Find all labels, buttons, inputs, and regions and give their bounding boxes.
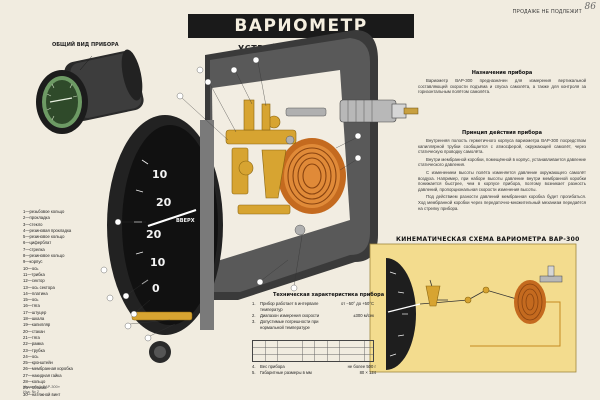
legend-item: 10—ось [23, 265, 39, 271]
spec-value [340, 319, 374, 331]
principle-title: Принцип действия прибора [462, 130, 542, 136]
principle-paragraph: С изменением высоты полёта изменяется да… [418, 169, 586, 192]
legend-item: 25—кронштейн [23, 360, 53, 366]
legend-item: 19—капилляр [23, 322, 51, 328]
legend-item: 6—циферблат [23, 240, 52, 246]
spec-text: Прибор работает в интервале температур [260, 301, 319, 312]
spec-row: 2. Диапазон измерения скорости ±300 м/се… [252, 313, 374, 319]
legend-item: 12—сектор [23, 278, 45, 284]
spec-text: Вес прибора [260, 364, 285, 369]
spec-row: 3. Допустимые погрешности при нормальной… [252, 319, 374, 331]
purpose-title: Назначение прибора [471, 70, 533, 76]
dial-number: 10 [150, 256, 166, 269]
spec-number: 3. [252, 319, 256, 324]
legend-item: 24—ось [23, 353, 39, 359]
footer-imprint: Издатель «ВАР-300» Изд. № 2 [23, 385, 60, 394]
legend-item: 26—мембранная коробка [23, 366, 73, 372]
kinematic-scheme-title: КИНЕМАТИЧЕСКАЯ СХЕМА ВАРИОМЕТРА ВАР-300 [396, 236, 580, 243]
legend-item: 22—рамка [23, 341, 44, 347]
principle-paragraph: Под действием разности давлений мембранн… [418, 194, 586, 211]
dial-center-label: ВВЕРХ [176, 218, 195, 224]
legend-item: 2—прокладка [23, 215, 50, 221]
dial-number: 10 [152, 168, 168, 181]
legend-item: 3—стекло [23, 221, 43, 227]
spec-row: 4. Вес прибора не более 500 г [252, 364, 376, 370]
purpose-text: Вариометр ВАР-300 предназначен для измер… [418, 78, 586, 95]
legend-item: 20—стакан [23, 328, 45, 334]
corner-stamp: ПРОДАЖЕ НЕ ПОДЛЕЖИТ [512, 9, 582, 15]
footer-line: Изд. № 2 [23, 389, 39, 394]
principle-paragraph: Внутренняя полость герметичного корпуса … [418, 138, 586, 155]
legend-item: 8—резиновое кольцо [23, 253, 65, 259]
page-number: 86 [584, 2, 596, 12]
spec-value: не более 500 г [347, 364, 376, 369]
spec-text: Диапазон измерения скорости [260, 313, 320, 318]
spec-row: 5. Габаритные размеры в мм 80 × 124 [252, 370, 376, 376]
footer-line: Издатель «ВАР-300» [23, 385, 60, 389]
legend-item: 23—трубка [23, 347, 45, 353]
legend-item: 4—резиновая прокладка [23, 227, 72, 233]
specs-title: Техническая характеристика прибора [273, 292, 385, 298]
kinematic-scheme-illustration [369, 243, 577, 373]
legend-item: 30—натяжной винт [23, 391, 61, 397]
dial-number: 20 [146, 228, 162, 241]
parts-legend: 1—резьбовое кольцо 2—прокладка 3—стекло … [23, 209, 113, 398]
legend-item: 1—резьбовое кольцо [23, 209, 65, 214]
legend-item: 18—шкала [23, 316, 45, 322]
principle-paragraph: Внутри мембранной коробки, помещённой в … [418, 156, 586, 168]
error-table [252, 340, 374, 362]
legend-item: 7—стрелка [23, 246, 45, 252]
legend-item: 5—резиновое кольцо [23, 234, 65, 240]
legend-item: 13—ось сектора [23, 284, 55, 290]
dial-number: 0 [152, 282, 160, 295]
legend-item: 29—обойма [23, 385, 47, 391]
legend-item: 27—накидная гайка [23, 372, 62, 378]
dial-number: 20 [156, 196, 172, 209]
spec-text: Габаритные размеры в мм [260, 370, 312, 375]
legend-item: 17—штуцер [23, 309, 47, 315]
spec-value: от −50° до +50°C [341, 301, 374, 306]
spec-number: 4. [252, 364, 256, 369]
general-view-instrument-illustration [36, 49, 144, 134]
general-view-label: ОБЩИЙ ВИД ПРИБОРА [52, 42, 119, 48]
cutaway-instrument-illustration [107, 30, 419, 363]
legend-item: 15—ось [23, 297, 39, 303]
legend-item: 9—корпус [23, 259, 43, 265]
spec-number: 2. [252, 313, 256, 318]
legend-item: 16—тяга [23, 303, 40, 309]
specs-list: 1. Прибор работает в интервале температу… [252, 301, 374, 331]
purpose-section: Назначение прибора Вариометр ВАР-300 пре… [418, 70, 586, 97]
legend-item: 28—кольцо [23, 379, 46, 385]
spec-value: 80 × 124 [359, 370, 376, 375]
legend-item: 21—тяга [23, 334, 40, 340]
spec-value: ±300 м/сек [353, 313, 374, 318]
principle-section: Принцип действия прибора Внутренняя поло… [418, 130, 586, 213]
legend-item: 14—платина [23, 290, 48, 296]
spec-number: 1. [252, 301, 256, 306]
specs-extra: 4. Вес прибора не более 500 г 5. Габарит… [252, 364, 376, 376]
legend-item: 11—трибка [23, 271, 45, 277]
spec-text: Допустимые погрешности при нормальной те… [260, 319, 319, 330]
spec-row: 1. Прибор работает в интервале температу… [252, 301, 374, 313]
spec-number: 5. [252, 370, 256, 375]
